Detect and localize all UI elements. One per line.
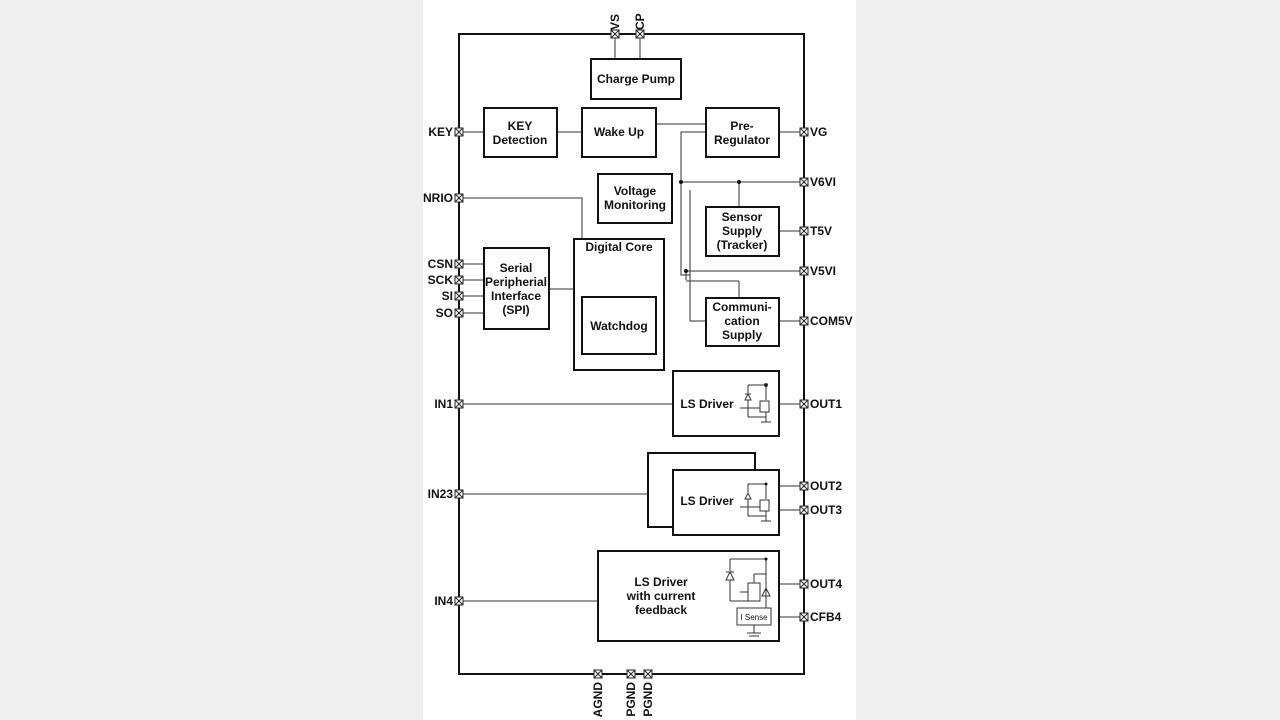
pin-label-v6vi: V6VI xyxy=(810,175,836,189)
pin-label-in23: IN23 xyxy=(428,487,454,501)
pin-in23-terminal xyxy=(454,489,464,499)
block-ls-driver-1: LS Driver xyxy=(672,370,780,437)
pin-label-out3: OUT3 xyxy=(810,503,842,517)
pin-cp-terminal xyxy=(635,29,645,39)
pin-label-pgnd-1: PGND xyxy=(624,682,638,717)
svg-text:Peripherial: Peripherial xyxy=(485,275,547,289)
block-pre-regulator: Pre- Regulator xyxy=(705,107,780,158)
block-ls-driver-23: LS Driver xyxy=(647,452,780,536)
svg-text:Supply: Supply xyxy=(722,328,762,342)
block-sensor-supply: Sensor Supply (Tracker) xyxy=(705,206,780,257)
block-key-detection: KEY Detection xyxy=(483,107,558,158)
pin-v6vi-terminal xyxy=(799,177,809,187)
block-voltage-monitoring: Voltage Monitoring xyxy=(597,173,673,224)
wires xyxy=(463,38,800,674)
svg-text:Watchdog: Watchdog xyxy=(590,319,648,333)
pin-label-agnd: AGND xyxy=(591,682,605,718)
pin-out2-terminal xyxy=(799,481,809,491)
svg-text:feedback: feedback xyxy=(635,603,687,617)
pin-t5v-terminal xyxy=(799,226,809,236)
pin-agnd-terminal xyxy=(593,669,603,679)
svg-text:Detection: Detection xyxy=(493,133,548,147)
block-wake-up: Wake Up xyxy=(581,107,657,158)
mosfet-icon xyxy=(725,557,771,608)
svg-text:Interface: Interface xyxy=(491,289,541,303)
pin-label-sck: SCK xyxy=(428,273,454,287)
pin-label-nrio: NRIO xyxy=(423,191,453,205)
junction-dots xyxy=(679,180,741,273)
pin-in1-terminal xyxy=(454,399,464,409)
block-communication-supply: Communi- cation Supply xyxy=(705,297,780,347)
svg-text:Digital Core: Digital Core xyxy=(585,240,653,254)
pin-label-key: KEY xyxy=(428,125,453,139)
pin-pgnd-1-terminal xyxy=(626,669,636,679)
pin-label-in4: IN4 xyxy=(434,594,453,608)
block-watchdog xyxy=(581,296,657,355)
pin-label-csn: CSN xyxy=(428,257,453,271)
i-sense-label: I Sense xyxy=(740,613,768,622)
svg-text:LS Driver: LS Driver xyxy=(680,494,734,508)
svg-text:Voltage: Voltage xyxy=(614,184,657,198)
pin-label-t5v: T5V xyxy=(810,224,832,238)
pin-key-terminal xyxy=(454,127,464,137)
pin-in4-terminal xyxy=(454,596,464,606)
pin-label-out4: OUT4 xyxy=(810,577,842,591)
pin-pgnd-2-terminal xyxy=(643,669,653,679)
pin-out4-terminal xyxy=(799,579,809,589)
pin-label-vs: VS xyxy=(608,14,622,30)
svg-text:LS Driver: LS Driver xyxy=(634,575,688,589)
pin-label-pgnd-2: PGND xyxy=(641,682,655,717)
mosfet-icon xyxy=(740,383,771,423)
svg-text:Wake Up: Wake Up xyxy=(594,125,644,139)
block-charge-pump: Charge Pump xyxy=(590,58,682,100)
pin-si-terminal xyxy=(454,291,464,301)
block-spi: Serial Peripherial Interface (SPI) xyxy=(483,247,550,330)
svg-text:cation: cation xyxy=(724,314,759,328)
pin-label-si: SI xyxy=(442,289,453,303)
pin-sck-terminal xyxy=(454,275,464,285)
pin-label-com5v: COM5V xyxy=(810,314,853,328)
pin-vs-terminal xyxy=(610,29,620,39)
pin-label-out2: OUT2 xyxy=(810,479,842,493)
pin-vg-terminal xyxy=(799,127,809,137)
pin-label-in1: IN1 xyxy=(434,397,453,411)
block-ls-driver-4: LS Driver with current feedback I Sense xyxy=(597,550,780,642)
pin-label-out1: OUT1 xyxy=(810,397,842,411)
svg-text:LS Driver: LS Driver xyxy=(680,397,734,411)
svg-text:Communi-: Communi- xyxy=(712,300,771,314)
svg-text:Supply: Supply xyxy=(722,224,762,238)
mosfet-icon xyxy=(740,482,771,522)
svg-text:Serial: Serial xyxy=(500,261,533,275)
pin-out1-terminal xyxy=(799,399,809,409)
pin-out3-terminal xyxy=(799,505,809,515)
svg-text:Monitoring: Monitoring xyxy=(604,198,666,212)
pin-v5vi-terminal xyxy=(799,266,809,276)
pin-label-cfb4: CFB4 xyxy=(810,610,842,624)
svg-text:(Tracker): (Tracker) xyxy=(717,238,768,252)
pins-layer xyxy=(454,29,809,679)
pin-label-vg: VG xyxy=(810,125,827,139)
svg-text:Pre-: Pre- xyxy=(730,119,753,133)
pin-so-terminal xyxy=(454,308,464,318)
block-digital-core: Digital Core Watchdog xyxy=(573,238,665,371)
charge-pump-label: Charge Pump xyxy=(597,72,675,86)
pin-cfb4-terminal xyxy=(799,612,809,622)
svg-text:with current: with current xyxy=(626,589,696,603)
svg-text:(SPI): (SPI) xyxy=(502,303,529,317)
pin-label-v5vi: V5VI xyxy=(810,264,836,278)
svg-text:Sensor: Sensor xyxy=(722,210,763,224)
svg-text:KEY: KEY xyxy=(508,119,533,133)
pin-label-so: SO xyxy=(436,306,453,320)
pin-csn-terminal xyxy=(454,259,464,269)
pin-label-cp: CP xyxy=(633,13,647,30)
pin-nrio-terminal xyxy=(454,193,464,203)
pin-com5v-terminal xyxy=(799,316,809,326)
svg-text:Regulator: Regulator xyxy=(714,133,770,147)
